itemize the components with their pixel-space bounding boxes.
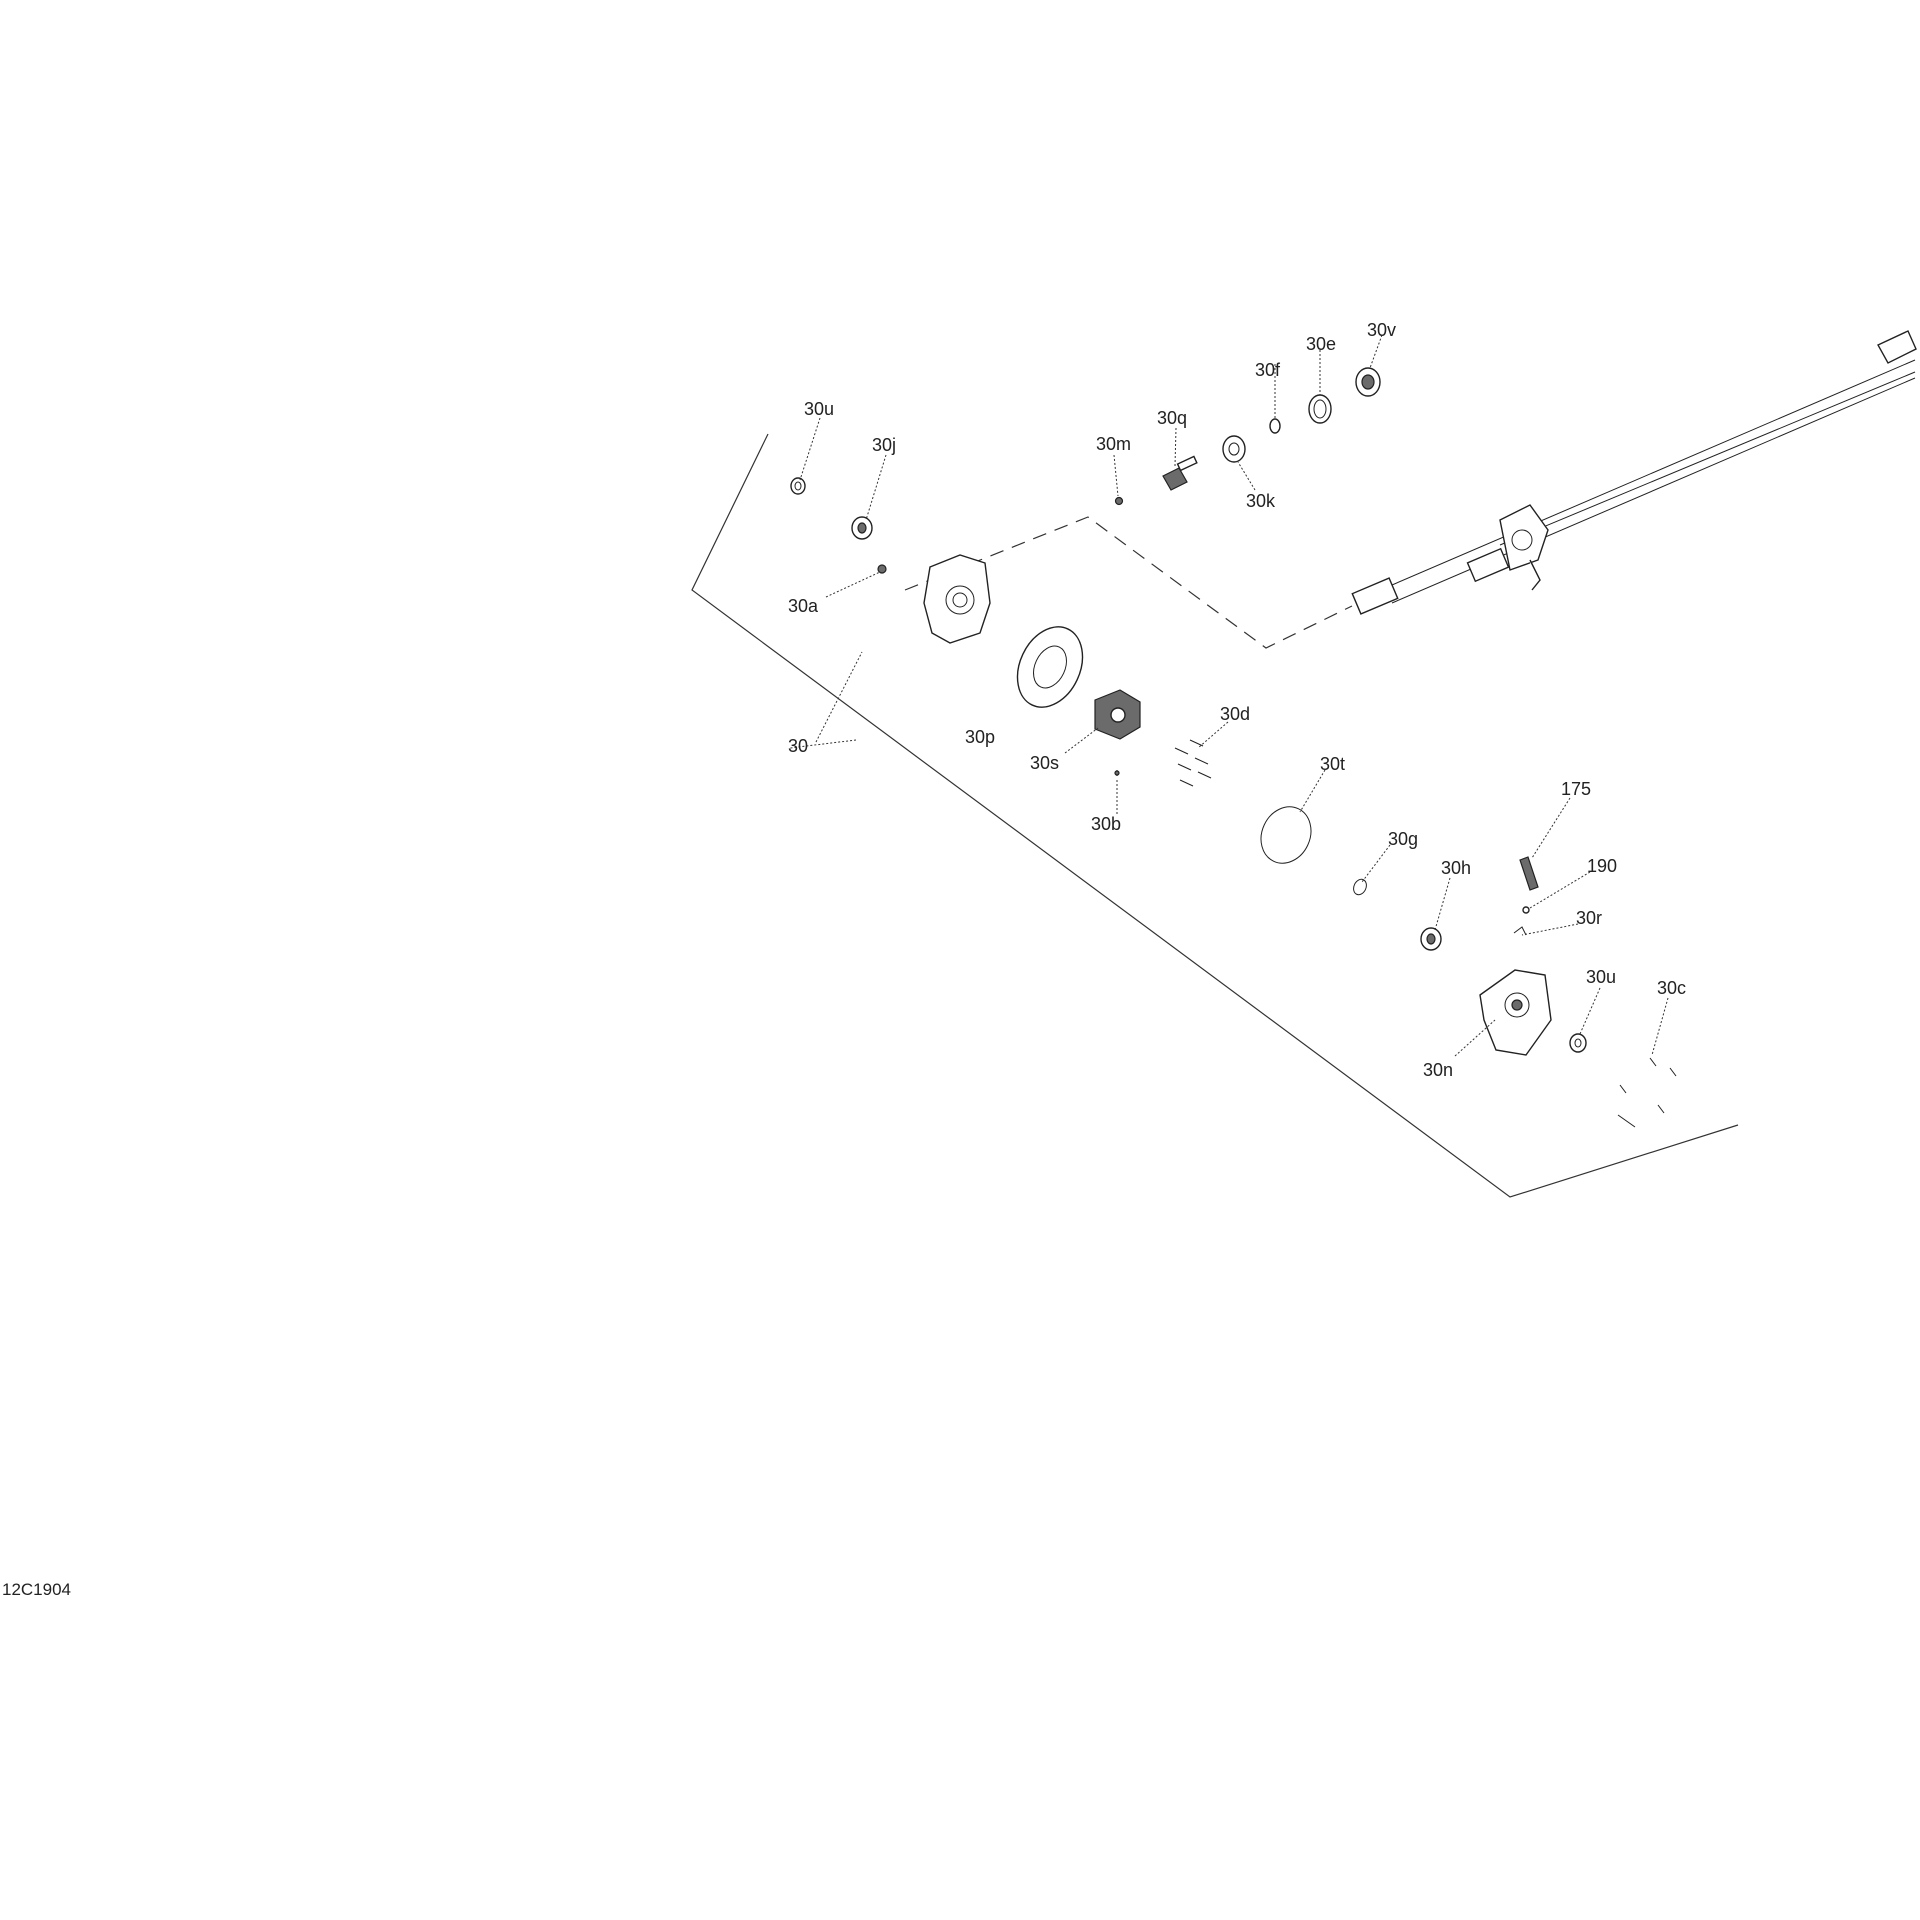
callout-30j: 30j (872, 435, 896, 455)
drive-shaft (1351, 330, 1917, 615)
seal-30u-top (790, 477, 806, 495)
callout-30v: 30v (1367, 320, 1396, 340)
drawing-id: 12C1904 (2, 1580, 71, 1599)
seal-30v (1355, 367, 1381, 397)
bearing-30h (1420, 927, 1442, 951)
bearing-30k (1222, 435, 1246, 463)
washer-30f (1269, 418, 1281, 434)
callout-30f: 30f (1255, 360, 1281, 380)
cover-30n (1479, 969, 1552, 1056)
pin-30b (1114, 770, 1120, 776)
callout-30h: 30h (1441, 858, 1471, 878)
callout-190: 190 (1587, 856, 1617, 876)
plug-30m (1114, 496, 1124, 506)
plug-30a (877, 564, 887, 574)
callout-30: 30 (788, 736, 808, 756)
ring-30e (1308, 394, 1332, 424)
callout-30u-top: 30u (804, 399, 834, 419)
ring-gear-30p (1016, 626, 1084, 708)
bolts-30c (1617, 1057, 1677, 1128)
callout-30k: 30k (1246, 491, 1276, 511)
callout-30b: 30b (1091, 814, 1121, 834)
bolts-30d (1174, 739, 1212, 787)
o-ring-30g (1353, 878, 1367, 896)
o-ring-30t (1260, 806, 1312, 864)
assembly-outline (691, 433, 1739, 1198)
leader-lines (789, 334, 1669, 1057)
ball-190 (1522, 906, 1530, 914)
callout-30s: 30s (1030, 753, 1059, 773)
seal-30u-bottom (1569, 1033, 1587, 1053)
bearing-30j (851, 516, 873, 540)
housing (923, 554, 991, 644)
callout-30m: 30m (1096, 434, 1131, 454)
callout-30e: 30e (1306, 334, 1336, 354)
callout-30c: 30c (1657, 978, 1686, 998)
callout-175: 175 (1561, 779, 1591, 799)
callout-30g: 30g (1388, 829, 1418, 849)
callout-labels: 30u 30j 30a 30m 30q 30k 30f 30e 30v 30p … (788, 320, 1686, 1080)
callout-30r: 30r (1576, 908, 1602, 928)
differential-30s (1094, 689, 1141, 740)
pinion-30q (1162, 455, 1198, 491)
callout-30u-bottom: 30u (1586, 967, 1616, 987)
spring-175 (1519, 856, 1539, 891)
callout-30n: 30n (1423, 1060, 1453, 1080)
callout-30q: 30q (1157, 408, 1187, 428)
callout-30p: 30p (965, 727, 995, 747)
callout-30t: 30t (1320, 754, 1345, 774)
callout-30d: 30d (1220, 704, 1250, 724)
clip-30r (1513, 926, 1527, 936)
callout-30a: 30a (788, 596, 819, 616)
